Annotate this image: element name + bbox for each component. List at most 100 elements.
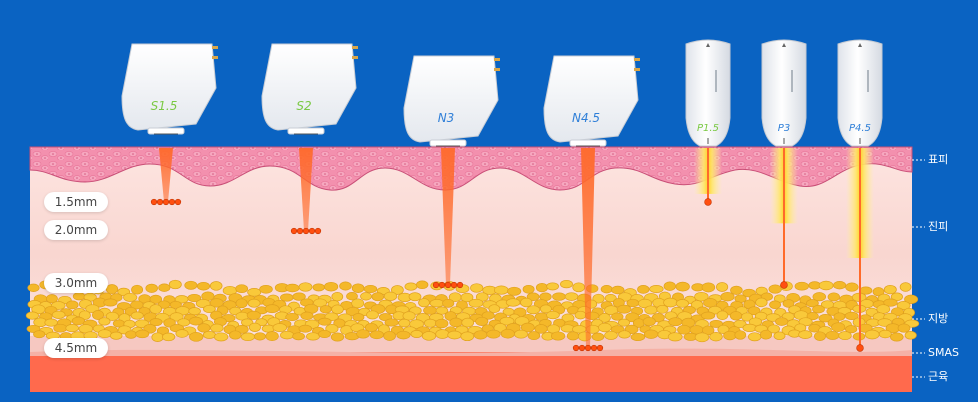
pen-body bbox=[685, 39, 731, 147]
fat-cell bbox=[755, 297, 768, 308]
fat-cell bbox=[838, 331, 852, 341]
fat-cell bbox=[877, 318, 892, 327]
fat-cell bbox=[675, 299, 690, 308]
fat-cell bbox=[794, 281, 809, 291]
fat-cell bbox=[409, 319, 424, 329]
fat-cell bbox=[391, 285, 404, 295]
fat-cell bbox=[876, 304, 891, 314]
fat-cell bbox=[292, 292, 306, 301]
fat-cell bbox=[616, 304, 632, 314]
fat-cell bbox=[759, 329, 773, 340]
fat-cell bbox=[92, 310, 104, 320]
fat-cell bbox=[292, 332, 305, 341]
fat-cell bbox=[402, 311, 416, 321]
thermal-coagulation-point bbox=[174, 198, 182, 206]
fat-cell bbox=[319, 305, 332, 314]
fat-cell bbox=[844, 311, 859, 320]
fat-cell bbox=[71, 316, 86, 326]
fat-cell bbox=[481, 311, 495, 320]
fat-cell bbox=[449, 317, 463, 328]
fat-cell bbox=[611, 285, 625, 295]
thermal-coagulation-point bbox=[432, 281, 440, 289]
fat-cell bbox=[187, 293, 202, 303]
pen-p3: P3 bbox=[761, 39, 807, 147]
fat-cell bbox=[161, 332, 176, 342]
fat-cell bbox=[408, 292, 422, 302]
fat-cell bbox=[209, 298, 224, 308]
layer-label-fat: 지방 bbox=[928, 312, 949, 325]
fat-cell bbox=[202, 330, 216, 339]
layer-label-muscle: 근육 bbox=[928, 370, 949, 383]
fat-cell bbox=[667, 332, 683, 342]
fat-cell bbox=[351, 283, 365, 293]
fat-cell bbox=[105, 284, 119, 295]
fat-cell bbox=[475, 316, 489, 326]
fat-cell bbox=[364, 322, 378, 333]
fat-cell bbox=[505, 298, 521, 307]
fat-cell bbox=[729, 311, 743, 321]
fat-cell bbox=[520, 297, 533, 308]
fat-cell bbox=[331, 304, 344, 315]
fat-cell bbox=[369, 330, 384, 340]
fat-cell bbox=[701, 311, 716, 320]
fat-cell bbox=[845, 325, 858, 334]
fat-cell bbox=[814, 331, 826, 341]
fat-cell bbox=[890, 332, 904, 342]
fat-cell bbox=[767, 324, 780, 334]
fat-cell bbox=[298, 324, 313, 333]
cartridge-body bbox=[261, 43, 357, 131]
fat-cell bbox=[135, 329, 150, 339]
fat-cell bbox=[272, 323, 288, 333]
fat-cell bbox=[522, 284, 535, 294]
fat-cell bbox=[130, 311, 144, 320]
fat-cell bbox=[366, 310, 379, 320]
fat-layer bbox=[25, 279, 920, 343]
fat-cell bbox=[747, 306, 761, 316]
fat-cell bbox=[604, 330, 618, 340]
fat-cell bbox=[470, 283, 484, 293]
fat-cell bbox=[33, 330, 46, 339]
fat-cell bbox=[109, 331, 123, 340]
fat-cell bbox=[285, 312, 299, 322]
fat-cell bbox=[51, 310, 66, 319]
fat-cell bbox=[769, 300, 782, 310]
depth-label-1-5: 1.5mm bbox=[44, 192, 108, 212]
fat-cell bbox=[410, 330, 423, 338]
fat-cell bbox=[782, 299, 795, 308]
fat-cell bbox=[592, 293, 605, 304]
cartridge-n3: N3 bbox=[403, 55, 500, 147]
fat-cell bbox=[864, 329, 880, 340]
fat-cell bbox=[675, 281, 690, 292]
fat-cell bbox=[300, 311, 314, 320]
fat-cell bbox=[396, 330, 411, 340]
focused-beam bbox=[581, 148, 595, 348]
depth-label-2-0: 2.0mm bbox=[44, 220, 108, 240]
fat-cell bbox=[468, 298, 484, 308]
fat-cell bbox=[473, 330, 488, 340]
fat-cell bbox=[97, 329, 112, 339]
fat-cell bbox=[539, 304, 552, 314]
thermal-coagulation-point bbox=[584, 344, 592, 352]
fat-cell bbox=[733, 319, 747, 329]
thermal-coagulation-point bbox=[156, 198, 164, 206]
fat-cell bbox=[247, 298, 261, 308]
fat-cell bbox=[701, 282, 716, 293]
fat-cell bbox=[883, 284, 897, 295]
fat-cell bbox=[131, 284, 144, 295]
fat-cell bbox=[27, 283, 40, 292]
fat-cell bbox=[825, 330, 840, 340]
cartridge-body bbox=[121, 43, 217, 131]
fat-cell bbox=[663, 281, 676, 291]
fat-cell bbox=[209, 281, 223, 291]
fat-cell bbox=[833, 281, 847, 290]
fat-cell bbox=[500, 328, 515, 339]
thermal-coagulation-point bbox=[572, 344, 580, 352]
fat-cell bbox=[285, 283, 300, 293]
fat-cell bbox=[649, 285, 664, 293]
fat-cell bbox=[151, 332, 164, 342]
fat-cell bbox=[66, 300, 79, 310]
thermal-coagulation-point bbox=[590, 344, 598, 352]
thermal-point bbox=[856, 344, 864, 352]
